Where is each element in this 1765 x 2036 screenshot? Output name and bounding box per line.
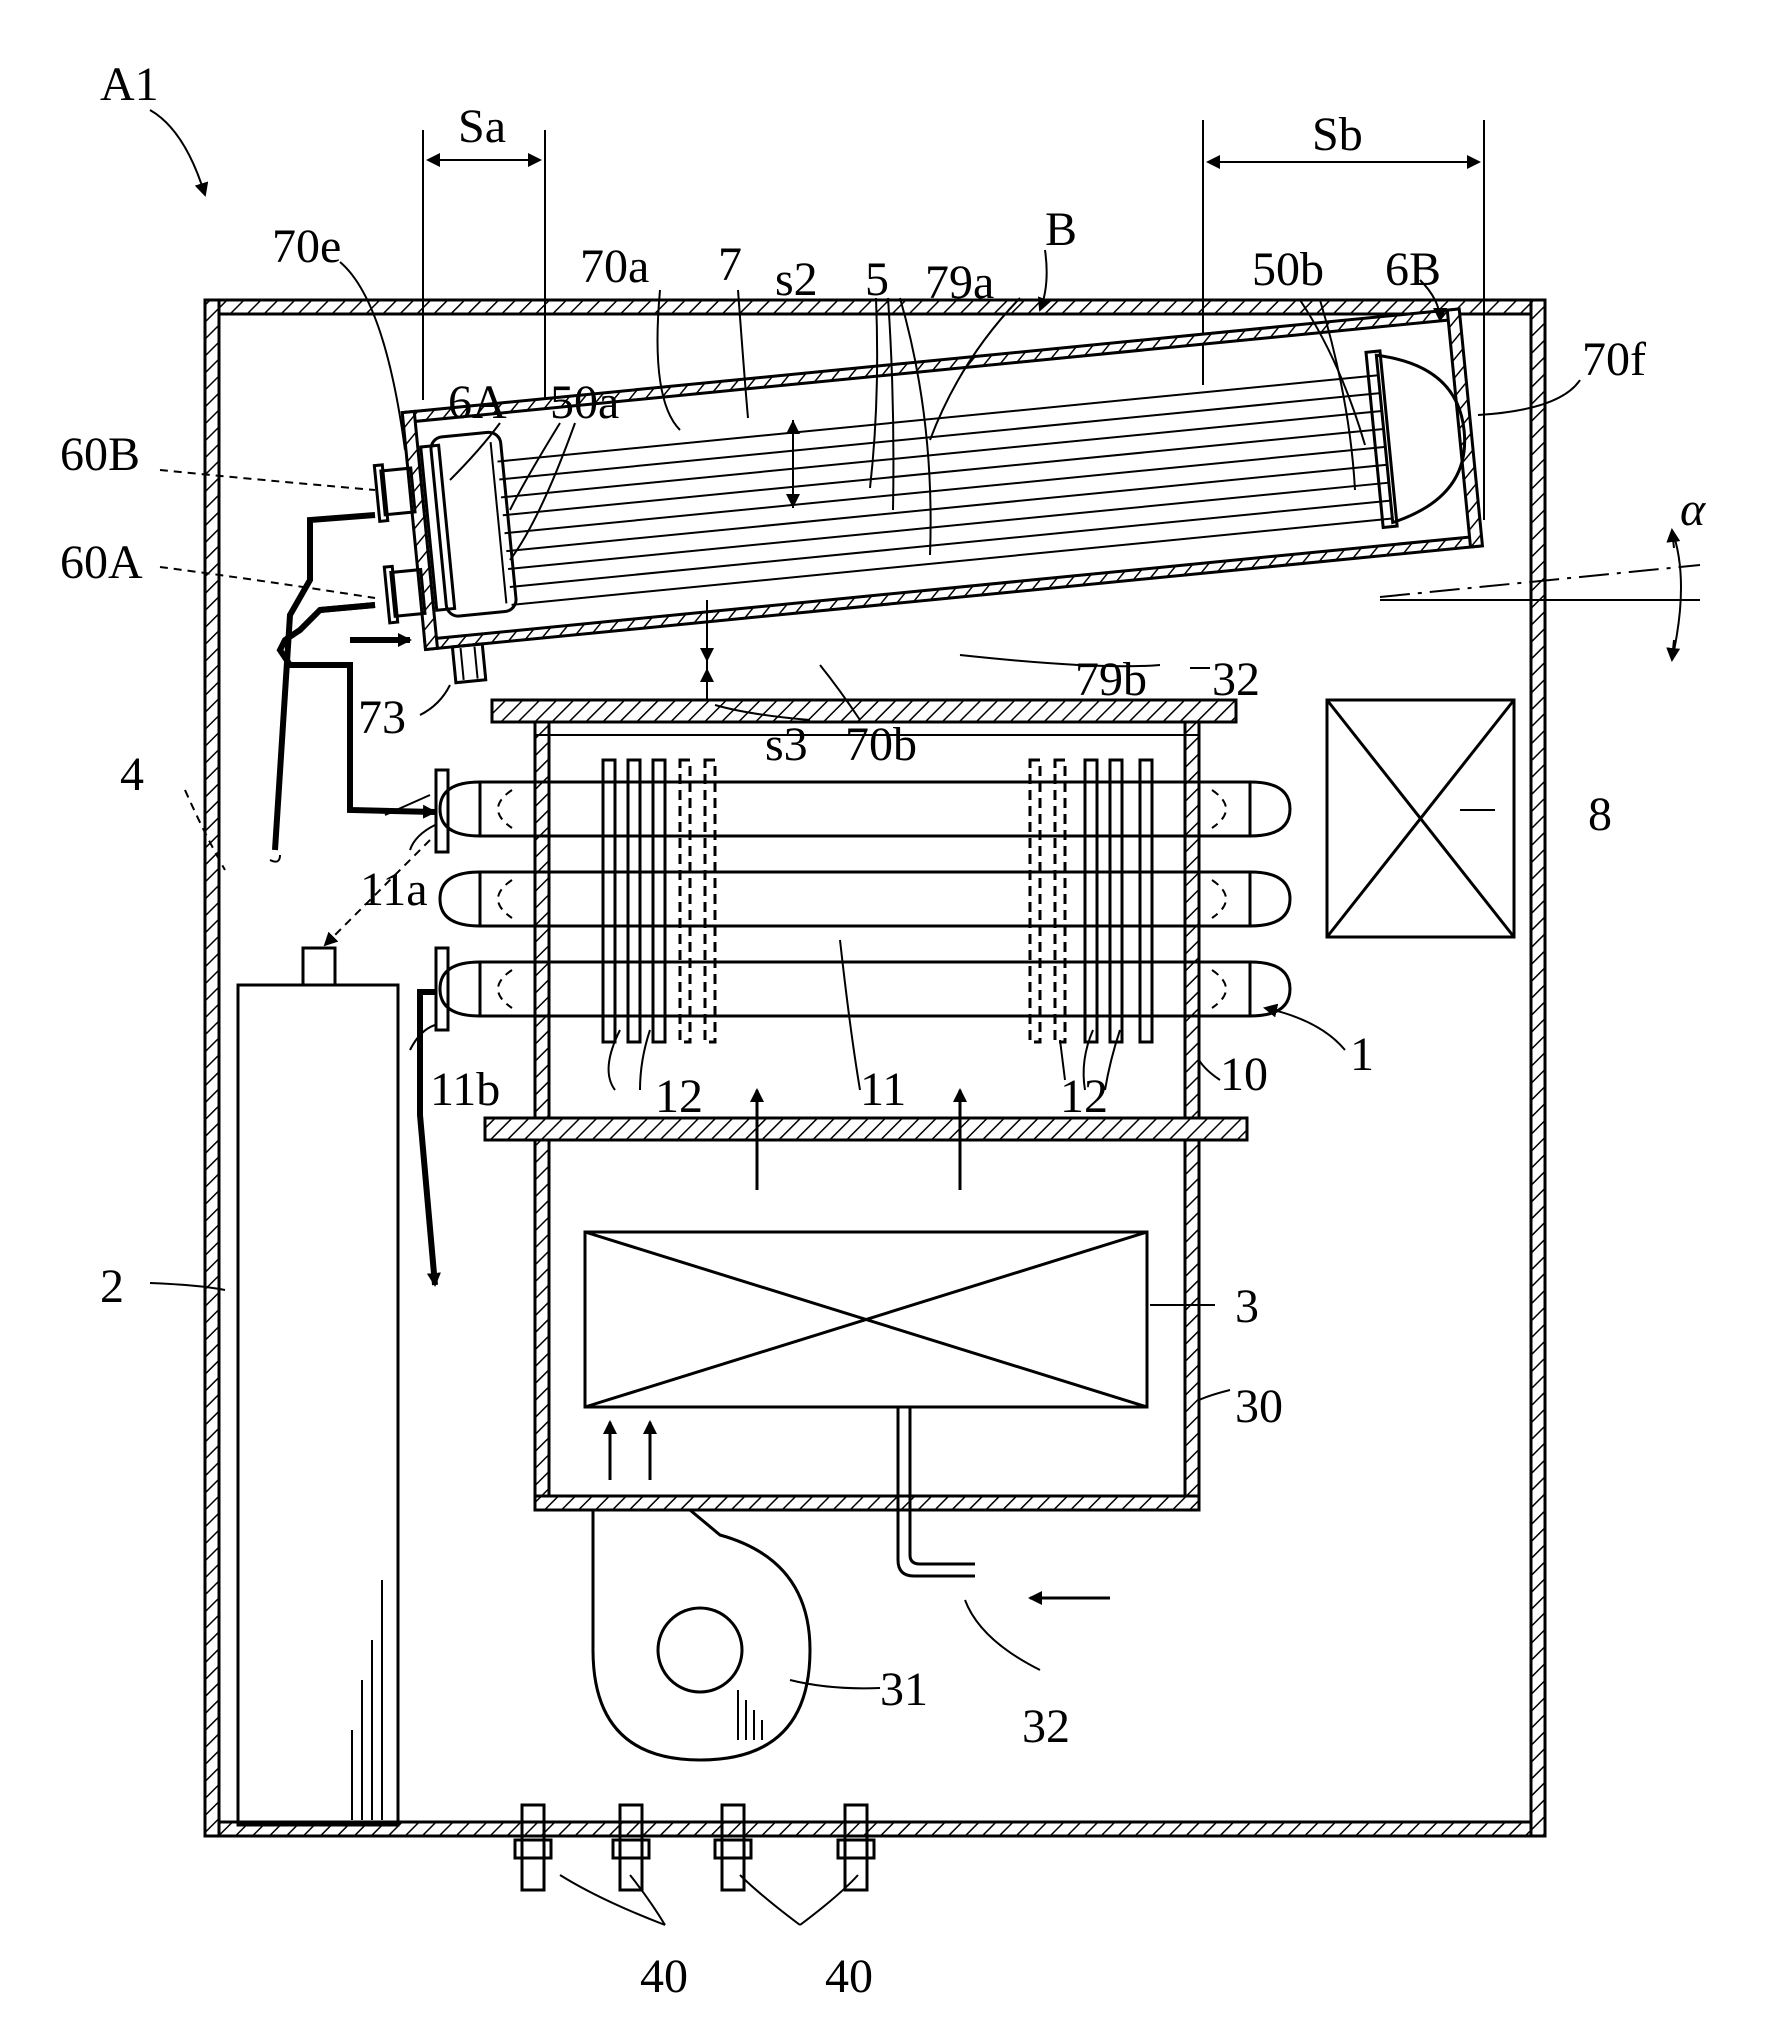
dimension-sa (423, 130, 545, 400)
label-12-right: 12 (1060, 1070, 1108, 1123)
label-a1: A1 (100, 58, 159, 111)
label-60a: 60A (60, 536, 143, 589)
label-73: 73 (358, 691, 406, 744)
inlet-11a (436, 770, 448, 852)
case-bottom-plate (425, 536, 1481, 649)
label-3: 3 (1235, 1280, 1259, 1333)
label-s2: s2 (775, 253, 818, 306)
primary-heat-exchanger (436, 700, 1290, 1190)
label-8: 8 (1588, 788, 1612, 841)
label-11a: 11a (360, 863, 428, 916)
label-50b: 50b (1252, 243, 1324, 296)
fins (603, 760, 1152, 1042)
label-alpha: α (1680, 483, 1706, 536)
label-60b: 60B (60, 428, 140, 481)
label-79a: 79a (925, 256, 994, 309)
label-70f: 70f (1582, 333, 1646, 386)
fan (593, 1510, 810, 1760)
label-6a: 6A (448, 376, 507, 429)
label-s3: s3 (765, 718, 808, 771)
label-10: 10 (1220, 1048, 1268, 1101)
label-50a: 50a (550, 376, 619, 429)
label-11b: 11b (430, 1063, 500, 1116)
primary-case-10 (535, 700, 549, 1135)
label-b: B (1045, 203, 1077, 256)
hot-water-tank (238, 948, 398, 1825)
label-70a: 70a (580, 240, 649, 293)
label-31: 31 (880, 1663, 928, 1716)
label-5: 5 (865, 253, 889, 306)
label-40-left: 40 (640, 1950, 688, 2003)
outlet-11b (436, 948, 448, 1030)
label-sa: Sa (458, 100, 506, 153)
label-32-top: 32 (1212, 653, 1260, 706)
label-79b: 79b (1075, 653, 1147, 706)
label-12-left: 12 (655, 1070, 703, 1123)
label-7: 7 (718, 238, 742, 291)
label-30: 30 (1235, 1380, 1283, 1433)
label-40-right: 40 (825, 1950, 873, 2003)
label-2: 2 (100, 1260, 124, 1313)
label-6b: 6B (1385, 243, 1441, 296)
label-4: 4 (120, 748, 144, 801)
label-70b: 70b (845, 718, 917, 771)
drain-outlet (452, 644, 485, 683)
label-11: 11 (860, 1063, 906, 1116)
combustion-chamber (535, 1140, 1199, 1510)
heat-transfer-tubes (498, 375, 1393, 605)
mounting-bolts (515, 1805, 874, 1890)
label-1: 1 (1350, 1028, 1374, 1081)
water-tubes (440, 782, 1290, 1016)
control-unit (1327, 700, 1514, 937)
label-32-bottom: 32 (1022, 1700, 1070, 1753)
secondary-heat-exchanger (369, 309, 1486, 689)
lower-flange (485, 1118, 1247, 1140)
label-70e: 70e (272, 220, 341, 273)
label-sb: Sb (1312, 108, 1363, 161)
